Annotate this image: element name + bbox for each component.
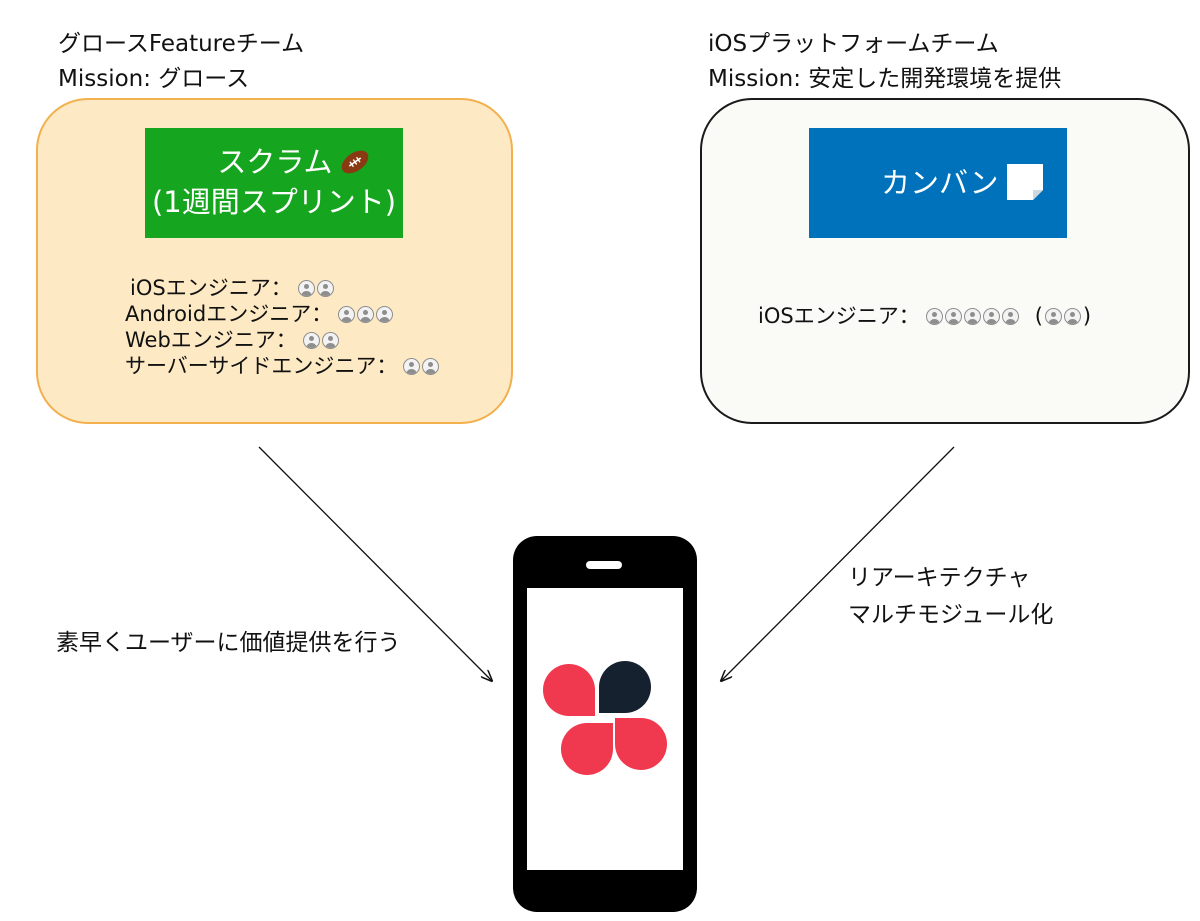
member-row-ios: iOSエンジニア：: [125, 275, 441, 301]
member-row-android: Androidエンジニア：: [125, 301, 441, 327]
member-row-server: サーバーサイドエンジニア：: [125, 353, 441, 379]
extra-open-paren: (: [1034, 303, 1043, 328]
member-role: iOSエンジニア：: [758, 303, 920, 328]
scrum-label: スクラム: [217, 145, 333, 179]
growth-team-mission: Mission: グロース: [58, 66, 250, 92]
member-icons: [302, 331, 341, 349]
american-football-icon: [341, 150, 368, 174]
member-role: Webエンジニア：: [125, 327, 297, 352]
member-row-ios: iOSエンジニア： ( ): [758, 303, 1091, 329]
scrum-badge: スクラム (1週間スプリント): [145, 128, 403, 238]
member-role: Androidエンジニア：: [125, 301, 333, 326]
platform-team-mission: Mission: 安定した開発環境を提供: [708, 66, 1062, 92]
member-icons-extra: [1044, 307, 1083, 325]
platform-team-name: iOSプラットフォームチーム: [708, 31, 999, 57]
member-row-web: Webエンジニア：: [125, 327, 441, 353]
platform-member-list: iOSエンジニア： ( ): [758, 303, 1091, 329]
person-icon: [297, 279, 315, 297]
member-icons: [297, 279, 336, 297]
person-icon: [376, 305, 394, 323]
person-icon: [982, 307, 1000, 325]
sticky-note-icon: [1007, 164, 1043, 200]
growth-arrow-label: 素早くユーザーに価値提供を行う: [56, 630, 401, 656]
platform-arrow-label-line2: マルチモジュール化: [848, 602, 1054, 628]
app-logo-icon: [543, 661, 667, 775]
extra-close-paren: ): [1082, 303, 1092, 328]
growth-arrow: [258, 446, 492, 681]
person-icon: [1044, 307, 1062, 325]
person-icon: [1063, 307, 1081, 325]
person-icon: [403, 357, 421, 375]
sprint-label: (1週間スプリント): [151, 185, 397, 219]
person-icon: [357, 305, 375, 323]
platform-arrow-label-line1: リアーキテクチャ: [848, 565, 1031, 591]
person-icon: [316, 279, 334, 297]
member-role: サーバーサイドエンジニア：: [125, 353, 398, 378]
person-icon: [925, 307, 943, 325]
member-role: iOSエンジニア：: [130, 275, 292, 300]
person-icon: [422, 357, 440, 375]
phone-speaker: [586, 561, 622, 569]
person-icon: [1001, 307, 1019, 325]
person-icon: [963, 307, 981, 325]
person-icon: [338, 305, 356, 323]
person-icon: [944, 307, 962, 325]
growth-team-name: グロースFeatureチーム: [58, 31, 305, 57]
person-icon: [302, 331, 320, 349]
kanban-badge: カンバン: [809, 128, 1067, 238]
member-icons: [925, 307, 1021, 325]
kanban-label: カンバン: [881, 166, 999, 200]
platform-arrow: [721, 446, 955, 681]
growth-member-list: iOSエンジニア： Androidエンジニア： Webエンジニア： サーバーサイ…: [125, 275, 441, 379]
member-icons: [403, 357, 441, 375]
person-icon: [321, 331, 339, 349]
member-icons: [338, 305, 395, 323]
